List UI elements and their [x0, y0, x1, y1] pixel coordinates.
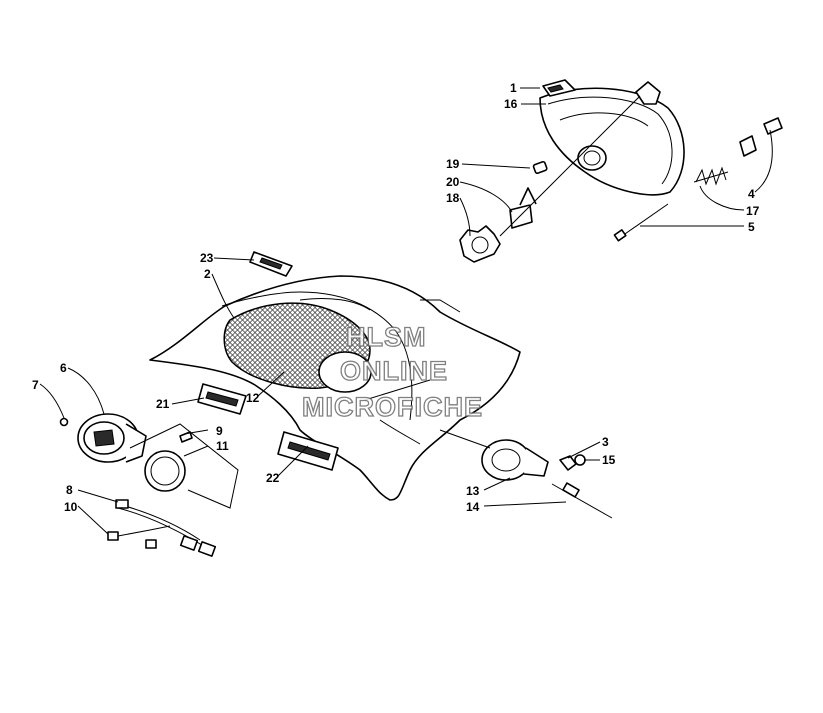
adjuster-spring — [693, 166, 729, 186]
watermark: HLSM ONLINE MICROFICHE — [301, 321, 483, 422]
callout-18: 18 — [446, 191, 460, 205]
watermark-line-3: MICROFICHE — [302, 392, 483, 422]
retainer-nut — [635, 81, 661, 105]
callout-10: 10 — [64, 500, 78, 514]
adjuster-knob — [459, 225, 501, 263]
headlight-housing — [539, 87, 685, 196]
callout-22: 22 — [266, 471, 280, 485]
callout-3: 3 — [602, 435, 609, 449]
callout-5: 5 — [748, 220, 755, 234]
callout-23: 23 — [200, 251, 214, 265]
callout-14: 14 — [466, 500, 480, 514]
bulb-socket — [532, 160, 548, 174]
callout-20: 20 — [446, 175, 460, 189]
wiring-harness — [107, 499, 217, 557]
bulb — [509, 187, 537, 229]
callout-2: 2 — [204, 267, 211, 281]
callout-16: 16 — [504, 97, 518, 111]
gauge-screw — [59, 417, 69, 427]
watermark-line-2: ONLINE — [340, 356, 448, 386]
callout-1: 1 — [510, 81, 517, 95]
headlight-clip — [542, 79, 576, 97]
callout-8: 8 — [66, 483, 73, 497]
gauge-ring — [144, 450, 186, 492]
callout-21: 21 — [156, 397, 170, 411]
lamp-nut — [559, 455, 577, 471]
screw — [613, 203, 669, 242]
callout-15: 15 — [602, 453, 616, 467]
callout-6: 6 — [60, 361, 67, 375]
callout-4: 4 — [748, 187, 755, 201]
hood-mesh-insert — [223, 302, 372, 393]
leader-lines — [39, 87, 773, 535]
callout-12: 12 — [246, 391, 260, 405]
watermark-line-1: HLSM — [346, 322, 427, 352]
decal-right — [277, 431, 339, 471]
gauge-housing — [77, 413, 147, 463]
callout-9: 9 — [216, 424, 223, 438]
lamp-cable — [551, 482, 613, 519]
callout-7: 7 — [32, 378, 39, 392]
mount-bracket — [739, 117, 783, 157]
callout-19: 19 — [446, 157, 460, 171]
decal-small — [249, 251, 293, 277]
decal-left — [197, 383, 247, 415]
callout-17: 17 — [746, 204, 760, 218]
callout-11: 11 — [216, 439, 229, 453]
callout-13: 13 — [466, 484, 480, 498]
tail-lamp-housing — [481, 439, 549, 481]
lamp-washer — [574, 454, 586, 466]
